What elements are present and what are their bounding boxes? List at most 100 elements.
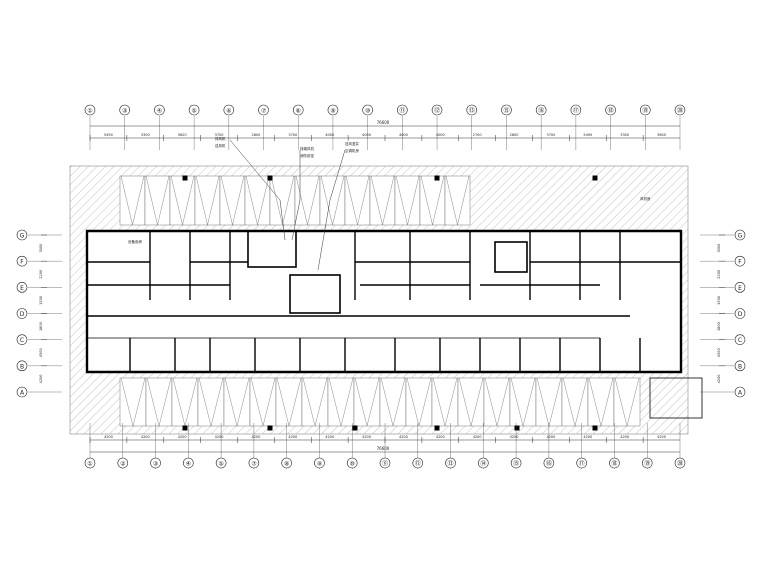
dimension-value: 4000: [399, 133, 408, 137]
bottom-axis-label: ⑰: [579, 460, 585, 468]
left-axis-label: A: [20, 390, 25, 397]
dimension-value: 4200: [141, 435, 150, 439]
dimension-value: 4200: [583, 435, 592, 439]
dimension-value: 3000: [39, 244, 43, 253]
bottom-axis-label: ①: [87, 461, 92, 468]
top-axis-label: ⑱: [608, 107, 614, 115]
left-axis-6: B: [16, 360, 62, 372]
parking-bays-top: [119, 175, 471, 226]
left-axis-label: E: [20, 285, 24, 292]
dimension-value: 4200: [325, 435, 334, 439]
bottom-overall-dimension: 76600: [377, 446, 390, 451]
dimension-value: 5620: [178, 133, 187, 137]
right-axis-label: A: [738, 390, 743, 397]
column: [514, 425, 520, 431]
dimension-value: 4200: [657, 435, 666, 439]
bottom-axis-4: ④: [183, 423, 194, 469]
bottom-axis-14: ⑮: [510, 423, 522, 469]
right-axis-2: F: [700, 255, 746, 267]
top-axis-14: ⑯: [535, 104, 547, 150]
right-axis-label: F: [738, 259, 742, 266]
top-overall-dimension: 76600: [377, 120, 390, 125]
top-axis-label: ⑦: [261, 108, 267, 115]
exterior-wall: [85, 229, 683, 374]
left-axis-3: E: [16, 282, 62, 293]
top-axis-7: ⑧: [292, 104, 304, 150]
top-axis-label: ⑳: [677, 107, 683, 115]
dimension-value: 4200: [620, 435, 629, 439]
dimension-value: 3700: [288, 133, 297, 137]
dimension-value: 4500: [717, 348, 721, 357]
bottom-axis-19: ⑳: [674, 423, 686, 469]
dimension-value: 3700: [215, 133, 224, 137]
top-axis-label: ①: [87, 108, 92, 115]
right-axis-1: G: [700, 229, 746, 241]
top-axis-label: ⑰: [573, 107, 579, 115]
column: [434, 425, 440, 431]
bottom-axis-9: ⑩: [346, 423, 358, 469]
top-axis-16: ⑱: [605, 104, 616, 150]
dimension-value: 4200: [215, 435, 224, 439]
dimension-value: 4500: [39, 348, 43, 357]
top-axis-4: ⑤: [188, 104, 200, 150]
top-axis-label: ⑨: [330, 108, 335, 115]
column: [182, 425, 188, 431]
dimension-value: 3300: [620, 133, 629, 137]
column: [352, 425, 358, 431]
bottom-axis-5: ⑤: [215, 423, 227, 469]
dimension-value: 5490: [583, 133, 592, 137]
bottom-axis-label: ⑪: [382, 460, 388, 468]
top-axis-11: ⑫: [431, 104, 443, 150]
building-interior: [87, 231, 681, 372]
right-axis-label: B: [738, 363, 742, 370]
left-axis-7: A: [16, 386, 62, 398]
bottom-axis-label: ⑧: [284, 461, 289, 468]
top-axis-13: ⑮: [501, 104, 512, 150]
left-axis-label: D: [20, 311, 25, 318]
bottom-axis-label: ⑦: [251, 461, 257, 468]
dimension-value: 1500: [717, 296, 721, 305]
stair-core-center: [289, 274, 341, 314]
top-axis-label: ⑪: [399, 107, 405, 115]
dimension-value: 4200: [39, 374, 43, 383]
top-axis-label: ④: [157, 108, 162, 115]
top-axis-label: ⑮: [503, 107, 509, 115]
right-axis-5: C: [700, 334, 746, 345]
top-axis-15: ⑰: [570, 104, 582, 150]
bottom-axis-label: ⑳: [677, 460, 683, 468]
bottom-axis-label: ⑤: [218, 461, 223, 468]
top-axis-label: ⑫: [434, 107, 440, 115]
dimension-value: 2200: [39, 270, 43, 279]
callout-label: 送风竖井: [345, 141, 359, 146]
bottom-axis-6: ⑦: [248, 423, 260, 469]
top-axis-6: ⑦: [258, 104, 269, 150]
dimension-value: 1800: [39, 322, 43, 331]
column: [434, 175, 440, 181]
bottom-axis-2: ②: [117, 423, 129, 469]
dimension-value: 4200: [104, 435, 113, 439]
dimension-value: 4000: [325, 133, 334, 137]
left-axis-label: G: [20, 233, 25, 240]
dimension-value: 3600: [657, 133, 666, 137]
bottom-axis-7: ⑧: [281, 423, 292, 469]
left-axis-4: D: [16, 308, 62, 319]
bottom-axis-label: ⑫: [415, 460, 421, 468]
dimension-value: 2700: [473, 133, 482, 137]
top-axis-label: ③: [122, 108, 127, 115]
right-axis-label: E: [738, 285, 742, 292]
left-axis-label: C: [20, 337, 24, 344]
top-axis-8: ⑨: [327, 104, 339, 150]
bottom-axis-label: ②: [120, 461, 126, 468]
top-axis-12: ⑬: [466, 104, 478, 150]
right-axis-6: B: [700, 360, 746, 372]
bottom-axis-8: ⑨: [314, 423, 325, 469]
top-axis-5: ⑥: [223, 104, 235, 150]
dimension-value: 3300: [141, 133, 150, 137]
callout-leaders: [229, 139, 346, 271]
column: [592, 175, 598, 181]
structural-columns: [182, 175, 598, 431]
top-axis-10: ⑪: [397, 104, 408, 150]
